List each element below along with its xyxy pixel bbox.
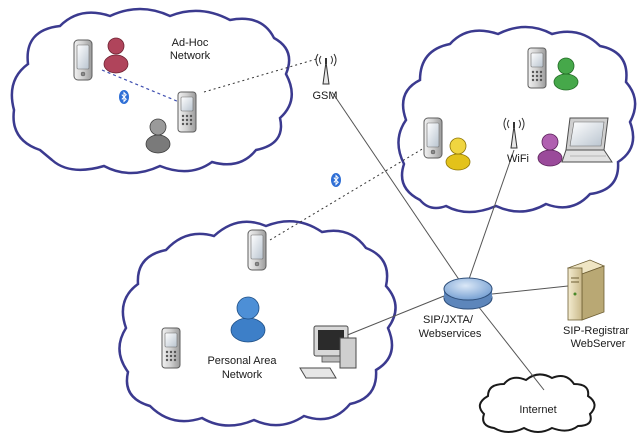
user-icon	[145, 118, 171, 154]
user-icon	[230, 296, 266, 343]
hub-label-line2: Webservices	[419, 328, 482, 340]
bluetooth-icon	[330, 172, 342, 188]
network-links	[331, 91, 569, 391]
mobile-phone-icon	[73, 39, 93, 81]
bluetooth-links	[101, 69, 185, 105]
user-icon	[537, 133, 563, 167]
server-label-line2: WebServer	[571, 338, 626, 350]
wifi-label: WiFi	[507, 153, 529, 165]
server-icon	[566, 259, 606, 321]
mobile-phone-icon	[527, 47, 547, 89]
antenna-icon	[315, 53, 337, 85]
mobile-phone-icon	[161, 327, 181, 369]
desktop-computer-icon	[299, 325, 357, 379]
hub-label-line1: SIP/JXTA/	[423, 314, 474, 326]
bluetooth-icon	[118, 89, 130, 105]
user-icon	[553, 57, 579, 91]
laptop-icon	[561, 117, 613, 163]
user-icon	[445, 137, 471, 171]
pan-label-line1: Personal Area	[207, 355, 277, 367]
mobile-phone-icon	[247, 229, 267, 271]
internet-label: Internet	[519, 404, 556, 416]
wireless-links	[203, 57, 425, 241]
mobile-phone-icon	[177, 91, 197, 133]
gsm-label: GSM	[312, 90, 337, 102]
user-icon	[103, 37, 129, 74]
router-icon	[443, 277, 493, 310]
adhoc-label-line2: Network	[170, 50, 211, 62]
adhoc-label-line1: Ad-Hoc	[172, 37, 209, 49]
server-label-line1: SIP-Registrar	[563, 325, 629, 337]
internet-cloud	[478, 373, 596, 433]
mobile-phone-icon	[423, 117, 443, 159]
pan-label-line2: Network	[222, 369, 263, 381]
